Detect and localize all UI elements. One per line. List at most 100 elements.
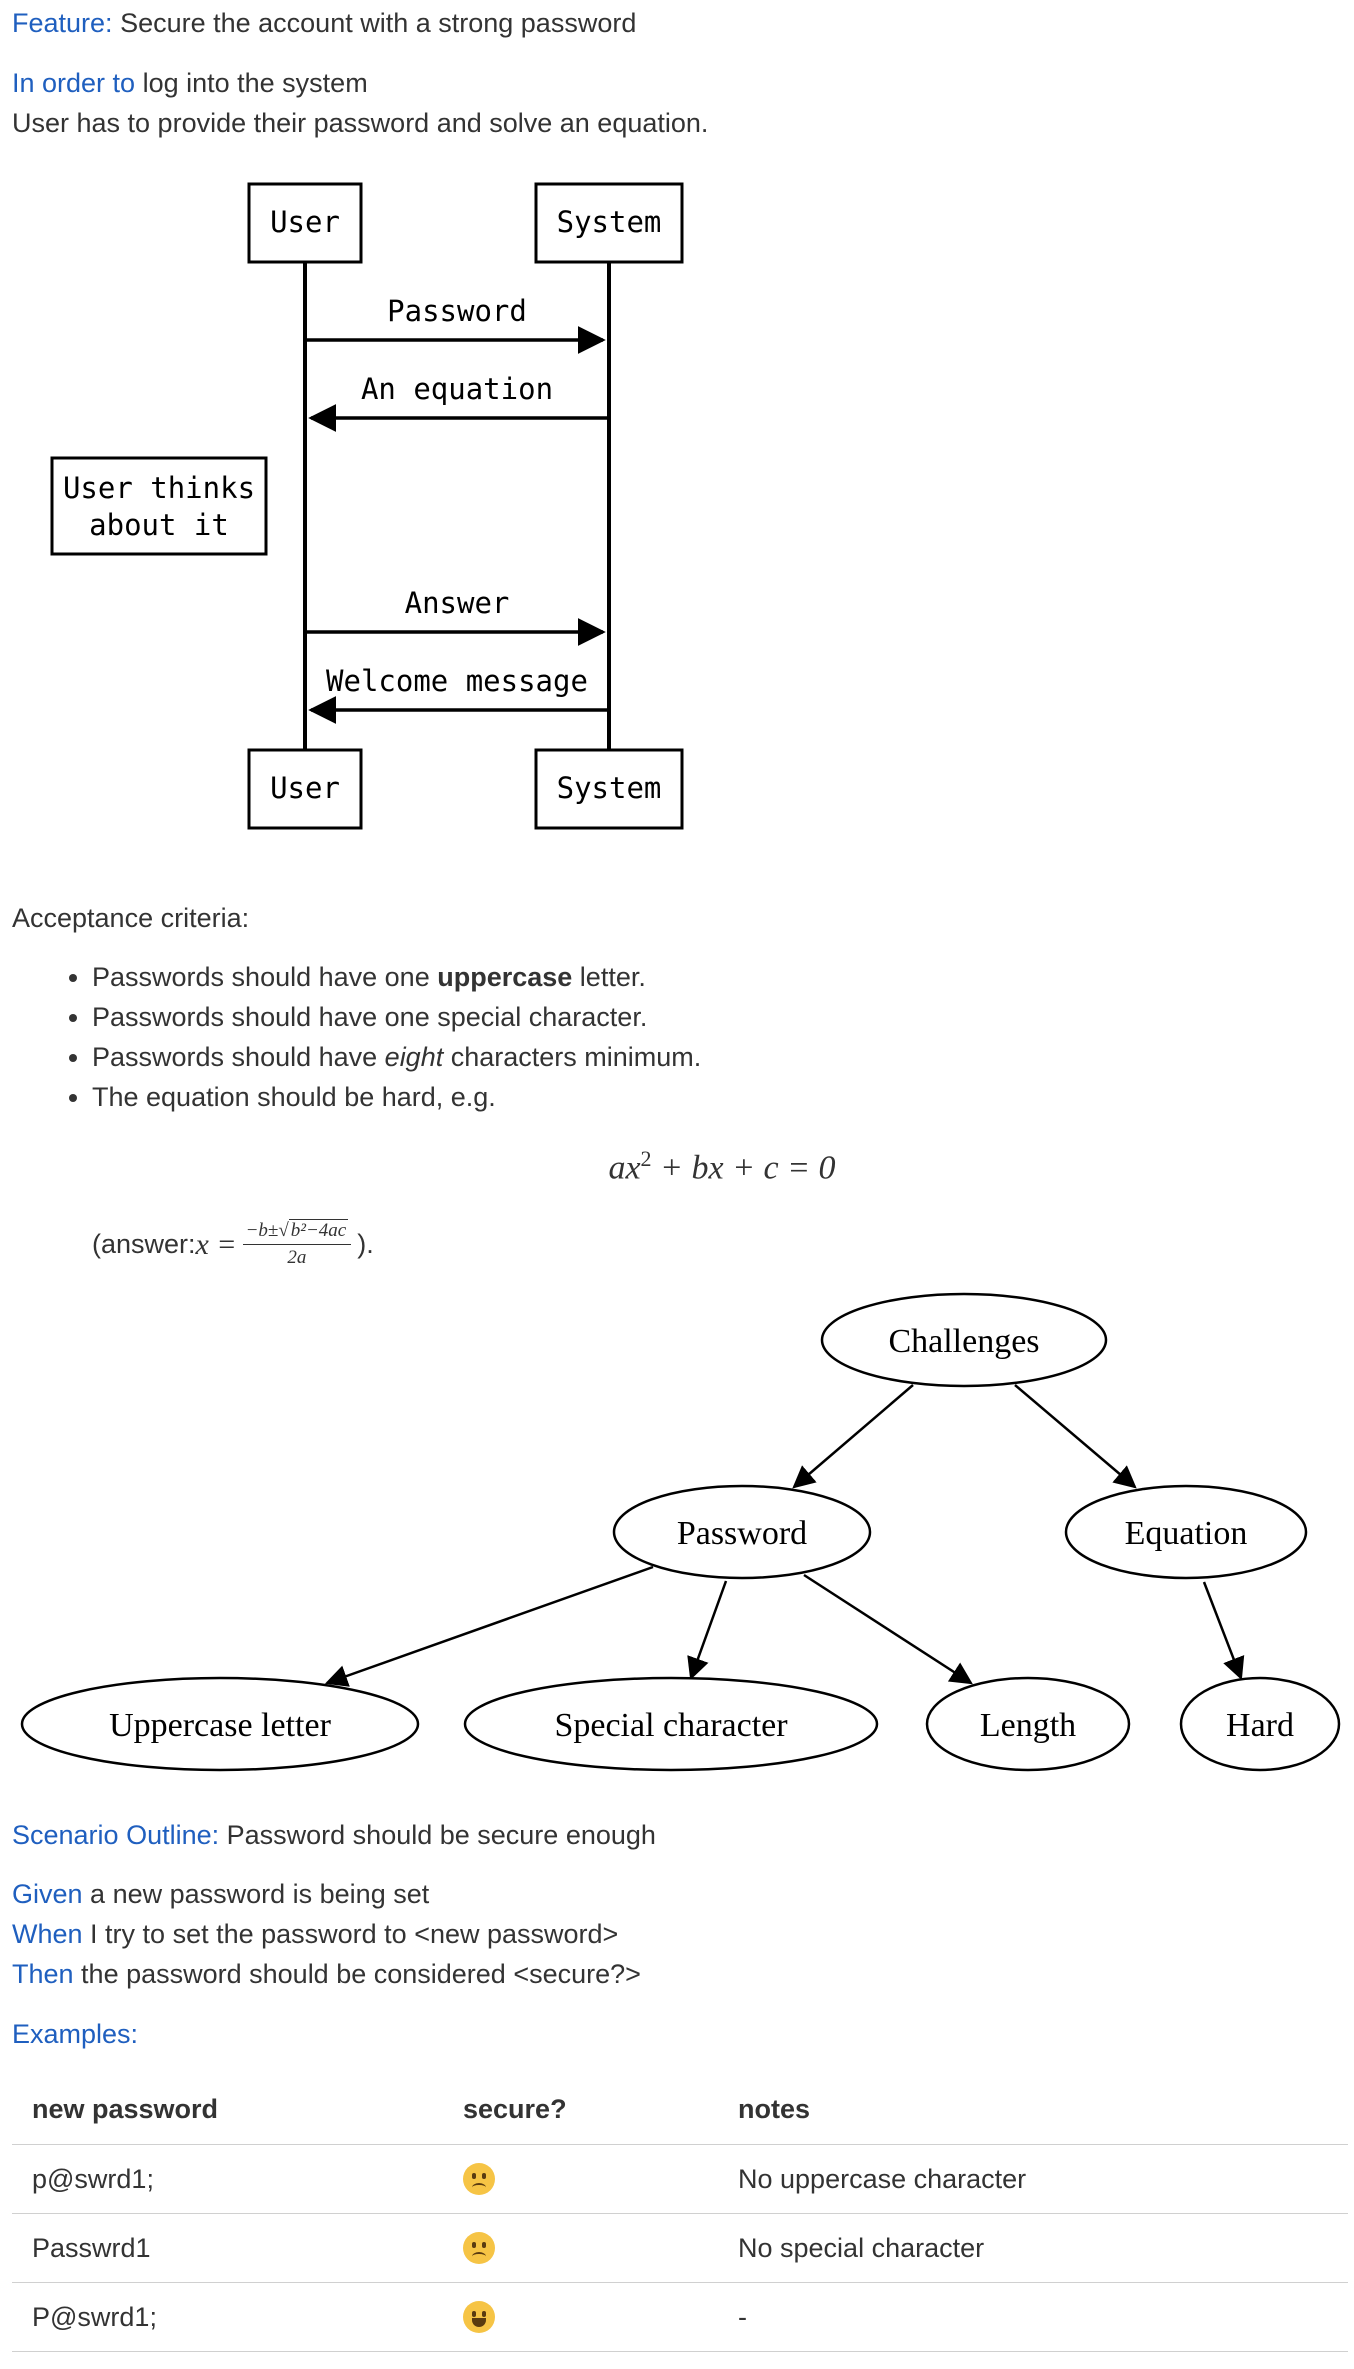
message-an-equation: An equation xyxy=(308,372,609,432)
header-new-password: new password xyxy=(12,2074,443,2145)
cell-password: p@swrd1; xyxy=(12,2144,443,2214)
participant-user-bottom: User xyxy=(247,748,363,830)
step-given-keyword: Given xyxy=(12,1879,83,1909)
acceptance-heading: Acceptance criteria: xyxy=(12,903,250,933)
step-when-text: I try to set the password to <new passwo… xyxy=(82,1919,619,1949)
participant-system-bottom-label: System xyxy=(557,771,662,805)
step-when-keyword: When xyxy=(12,1919,83,1949)
answer-numerator: −b±√b²−4ac xyxy=(242,1219,352,1245)
edge-password-uppercase xyxy=(324,1565,654,1687)
in-order-to-keyword: In order to xyxy=(12,68,136,98)
cell-notes: No uppercase character xyxy=(718,2144,1348,2214)
answer-x-equals: x = xyxy=(195,1227,237,1261)
node-uppercase-letter xyxy=(20,1676,420,1772)
node-password-label: Password xyxy=(677,1515,807,1552)
node-special-label: Special character xyxy=(554,1707,788,1744)
node-equation-label: Equation xyxy=(1125,1515,1248,1552)
answer-num-prefix: −b± xyxy=(245,1220,279,1241)
edge-challenges-equation xyxy=(1014,1384,1137,1489)
criterion-equation: The equation should be hard, e.g. xyxy=(92,1077,701,1117)
node-equation xyxy=(1064,1484,1308,1580)
sequence-diagram: User System Password An equation User th… xyxy=(50,182,684,830)
criterion-length: Passwords should have eight characters m… xyxy=(92,1037,701,1077)
note-line-2: about it xyxy=(89,508,229,542)
header-notes: notes xyxy=(718,2074,1348,2145)
table-row: Passwrd1 No special character xyxy=(12,2213,1348,2283)
criterion-uppercase: Passwords should have one uppercase lett… xyxy=(92,957,701,997)
message-password-label: Password xyxy=(387,294,527,328)
message-password: Password xyxy=(305,294,606,354)
cell-notes: No special character xyxy=(718,2213,1348,2283)
cell-secure xyxy=(443,2144,718,2214)
in-order-to-text: log into the system xyxy=(135,68,368,98)
equation-exponent: 2 xyxy=(640,1146,652,1171)
message-welcome-label: Welcome message xyxy=(326,664,588,698)
answer-radicand: b²−4ac xyxy=(288,1219,349,1241)
challenges-tree: Challenges Password Equation Uppercase l… xyxy=(20,1292,1341,1772)
narrative-line-2: User has to provide their password and s… xyxy=(12,108,709,138)
sad-face-icon xyxy=(463,2232,495,2265)
feature-line: Feature: Secure the account with a stron… xyxy=(12,7,636,39)
node-password xyxy=(612,1484,872,1580)
cell-password: Passwrd1 xyxy=(12,2213,443,2283)
note-line-1: User thinks xyxy=(63,471,255,505)
criterion-uppercase-emph: uppercase xyxy=(437,962,573,992)
criterion-special: Passwords should have one special charac… xyxy=(92,997,701,1037)
node-uppercase-label: Uppercase letter xyxy=(109,1707,331,1744)
step-then: Then the password should be considered <… xyxy=(12,1958,641,1990)
criterion-length-before: Passwords should have xyxy=(92,1042,385,1072)
answer-prefix: (answer: xyxy=(92,1229,196,1259)
participant-system-top-label: System xyxy=(557,205,662,239)
participant-user-top-label: User xyxy=(270,205,340,239)
node-length-label: Length xyxy=(980,1707,1076,1744)
cell-secure xyxy=(443,2282,718,2352)
narrative-line-1: In order to log into the system xyxy=(12,67,368,99)
note-user-thinks: User thinks about it xyxy=(50,456,268,556)
participant-system-bottom: System xyxy=(534,748,684,830)
answer-suffix: ). xyxy=(357,1229,374,1259)
node-special-character xyxy=(463,1676,879,1772)
feature-keyword: Feature: xyxy=(12,8,113,38)
examples-table: new password secure? notes p@swrd1; No u… xyxy=(12,2074,1348,2352)
cell-password: P@swrd1; xyxy=(12,2282,443,2352)
message-answer-label: Answer xyxy=(405,586,510,620)
criterion-uppercase-after: letter. xyxy=(572,962,646,992)
scenario-title: Password should be secure enough xyxy=(219,1820,656,1850)
message-an-equation-label: An equation xyxy=(361,372,553,406)
quadratic-equation: ax2 + bx + c = 0 xyxy=(0,1146,1354,1187)
feature-title: Secure the account with a strong passwor… xyxy=(112,8,637,38)
answer-denominator: 2a xyxy=(287,1247,307,1268)
node-hard xyxy=(1179,1676,1341,1772)
step-given: Given a new password is being set xyxy=(12,1878,429,1910)
table-row: P@swrd1; - xyxy=(12,2282,1348,2352)
edge-challenges-password xyxy=(792,1384,914,1489)
answer-formula: (answer: x = −b±√b²−4ac 2a ). xyxy=(92,1219,374,1269)
participant-system-top: System xyxy=(534,182,684,264)
edge-equation-hard xyxy=(1202,1581,1245,1681)
sad-face-icon xyxy=(463,2163,495,2196)
node-challenges xyxy=(820,1292,1108,1388)
answer-fraction: −b±√b²−4ac 2a xyxy=(242,1219,352,1269)
message-welcome: Welcome message xyxy=(308,664,609,724)
cell-notes: - xyxy=(718,2282,1348,2352)
acceptance-list: Passwords should have one uppercase lett… xyxy=(60,957,701,1117)
participant-user-top: User xyxy=(247,182,363,264)
step-then-text: the password should be considered <secur… xyxy=(73,1959,641,1989)
participant-user-bottom-label: User xyxy=(270,771,340,805)
criterion-length-emph: eight xyxy=(384,1042,444,1072)
criterion-length-after: characters minimum. xyxy=(443,1042,702,1072)
header-secure: secure? xyxy=(443,2074,718,2145)
step-given-text: a new password is being set xyxy=(82,1879,430,1909)
equation-rest: + bx + c = 0 xyxy=(651,1149,836,1187)
table-row: p@swrd1; No uppercase character xyxy=(12,2144,1348,2214)
examples-header-row: new password secure? notes xyxy=(12,2074,1348,2145)
equation-ax: ax xyxy=(608,1149,641,1187)
node-length xyxy=(925,1676,1131,1772)
message-answer: Answer xyxy=(305,586,606,646)
edge-password-length xyxy=(803,1573,973,1685)
scenario-keyword: Scenario Outline: xyxy=(12,1820,220,1850)
cell-secure xyxy=(443,2213,718,2283)
scenario-line: Scenario Outline: Password should be sec… xyxy=(12,1819,656,1851)
happy-face-icon xyxy=(463,2301,495,2334)
node-hard-label: Hard xyxy=(1226,1707,1294,1744)
